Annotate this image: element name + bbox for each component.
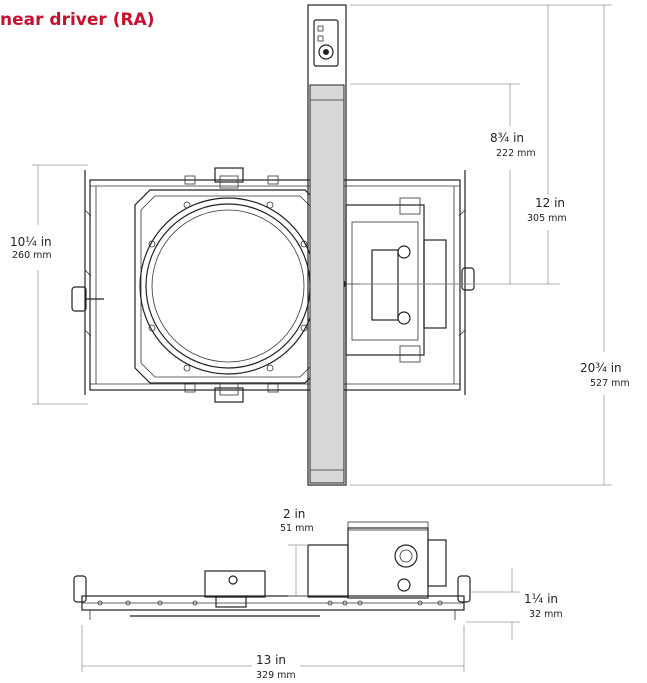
dim-bar-lower: 8¾ in 222 mm [350,83,536,285]
dim-total-length: 20¾ in 527 mm [350,4,630,486]
dim-height-left-imperial: 10¼ in [10,235,52,249]
dim-height-left-metric: 260 mm [12,250,52,261]
dim-bar-overall-imperial: 12 in [535,196,565,210]
junction-box [334,197,475,363]
dim-side-width-imperial: 13 in [256,653,286,667]
left-wing-screw [71,286,104,312]
dim-bar-lower-imperial: 8¾ in [490,131,524,145]
dim-bar-overall-metric: 305 mm [527,213,567,224]
speaker-ring-plate [134,167,321,403]
dim-side-height-metric: 51 mm [280,523,314,534]
dim-bar-lower-metric: 222 mm [496,148,536,159]
dim-side-depth-imperial: 1¼ in [524,592,558,606]
dim-bar-overall: 12 in 305 mm [350,4,567,285]
top-view-bracket [71,170,466,395]
dim-side-depth: 1¼ in 32 mm [466,568,563,640]
side-view [73,521,471,620]
dim-side-depth-metric: 32 mm [529,609,563,620]
page-title: near driver (RA) [0,10,155,30]
dim-side-width: 13 in 329 mm [81,625,465,681]
dim-total-length-metric: 527 mm [590,378,630,389]
dim-side-height: 2 in 51 mm [280,507,314,597]
dim-height-left: 10¼ in 260 mm [10,164,88,405]
bar-hanger [307,4,347,486]
dim-total-length-imperial: 20¾ in [580,361,622,375]
dim-side-height-imperial: 2 in [283,507,305,521]
dim-side-width-metric: 329 mm [256,670,296,681]
